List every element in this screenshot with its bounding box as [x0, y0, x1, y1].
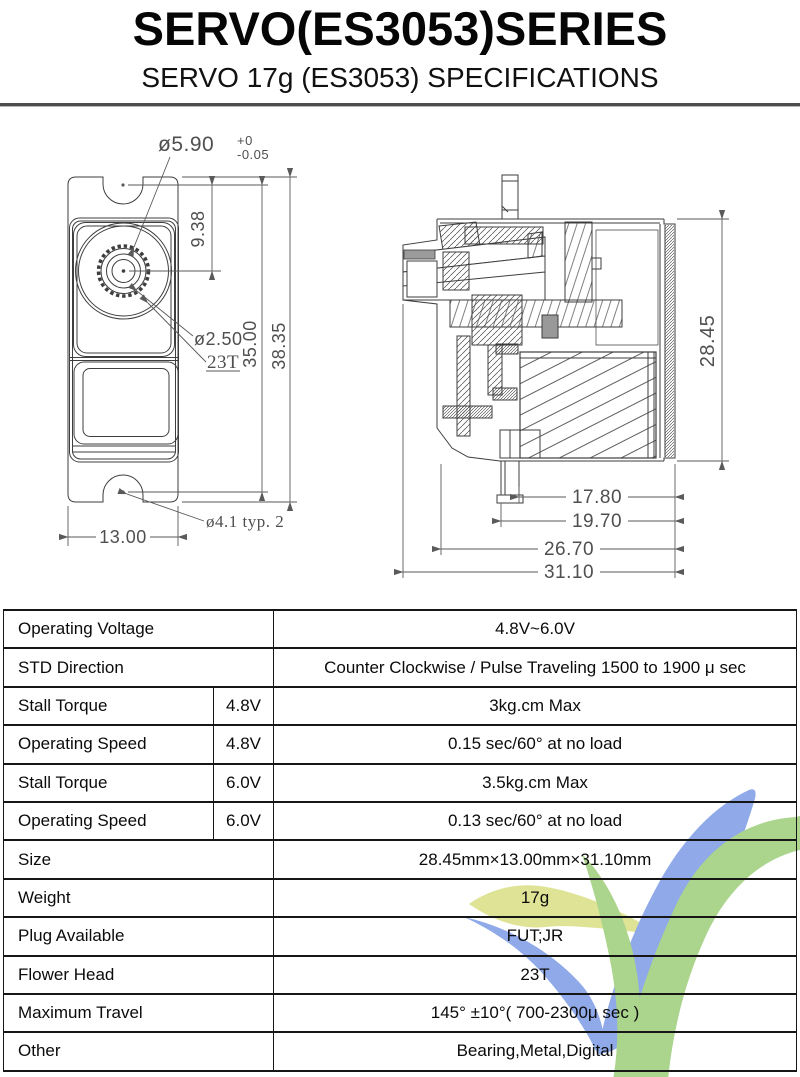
spec-value: 4.8V~6.0V	[273, 608, 797, 650]
dim-spline-teeth: 23T	[207, 352, 239, 373]
spec-label: Other	[2, 1031, 275, 1072]
dim-shaft-tolerance-upper: +0	[237, 133, 253, 148]
spec-label: Size	[2, 839, 275, 880]
spec-label: Stall Torque	[3, 762, 214, 803]
dim-hole-span: 35.00	[240, 320, 260, 368]
spec-value: 3.5kg.cm Max	[273, 762, 797, 803]
spec-label: Operating Voltage	[2, 608, 275, 650]
page-title: SERVO(ES3053)SERIES	[132, 2, 668, 55]
dim-shaft-offset: 9.38	[188, 210, 208, 247]
spec-row: Plug Available FUT;JR	[2, 916, 797, 957]
spec-row: Other Bearing,Metal,Digital	[2, 1031, 797, 1072]
spec-row: Stall Torque 4.8V 3kg.cm Max	[3, 685, 797, 727]
spec-row: Stall Torque 6.0V 3.5kg.cm Max	[3, 762, 797, 803]
spec-label: Stall Torque	[3, 685, 214, 727]
spec-value: 145° ±10°( 700-2300μ sec )	[273, 992, 797, 1034]
spec-value: 3kg.cm Max	[273, 685, 797, 727]
spec-voltage: 6.0V	[212, 800, 275, 842]
spec-row: Weight 17g	[2, 877, 797, 919]
spec-value: 0.15 sec/60° at no load	[273, 724, 797, 765]
spec-voltage: 4.8V	[212, 724, 275, 765]
spec-value: Counter Clockwise / Pulse Traveling 1500…	[273, 647, 797, 688]
dim-mount-hole: ø4.1 typ. 2	[206, 512, 284, 531]
technical-drawings: ø5.90 +0 -0.05 9.38 ø2.50 23T 35.00 38.3…	[59, 133, 729, 583]
spec-row: Flower Head 23T	[2, 954, 797, 995]
dim-side-height: 28.45	[697, 315, 719, 368]
spec-row: STD Direction Counter Clockwise / Pulse …	[2, 647, 797, 688]
header-divider	[0, 103, 800, 107]
spec-label: Flower Head	[2, 954, 275, 995]
spec-row: Operating Speed 4.8V 0.15 sec/60° at no …	[3, 724, 797, 765]
spec-row: Size 28.45mm×13.00mm×31.10mm	[2, 839, 797, 880]
dim-depth-case: 26.70	[544, 539, 594, 560]
dim-shaft-diameter: ø5.90	[158, 133, 214, 156]
spec-label: Weight	[2, 877, 275, 919]
dim-hole-diameter: ø2.50	[194, 329, 243, 349]
spec-label: Operating Speed	[3, 724, 214, 765]
spec-table: Operating Voltage 4.8V~6.0V STD Directio…	[2, 608, 797, 1072]
spec-row: Operating Voltage 4.8V~6.0V	[2, 608, 797, 650]
spec-label: Maximum Travel	[2, 992, 275, 1034]
spec-label: STD Direction	[2, 647, 275, 688]
dim-overall-height: 38.35	[269, 322, 289, 370]
dim-depth-overall: 31.10	[544, 562, 594, 583]
spec-voltage: 6.0V	[212, 762, 275, 803]
dim-overall-width: 13.00	[99, 527, 147, 547]
spec-value: 17g	[273, 877, 797, 919]
page-subtitle: SERVO 17g (ES3053) SPECIFICATIONS	[141, 62, 659, 93]
dim-depth-body: 19.70	[572, 511, 622, 532]
spec-row: Operating Speed 6.0V 0.13 sec/60° at no …	[3, 800, 797, 842]
spec-value: FUT;JR	[273, 916, 797, 957]
spec-value: 28.45mm×13.00mm×31.10mm	[273, 839, 797, 880]
spec-value: 23T	[273, 954, 797, 995]
spec-label: Operating Speed	[3, 800, 214, 842]
spec-label: Plug Available	[2, 916, 275, 957]
spec-row: Maximum Travel 145° ±10°( 700-2300μ sec …	[2, 992, 797, 1034]
front-view-drawing: ø5.90 +0 -0.05 9.38 ø2.50 23T 35.00 38.3…	[59, 133, 297, 547]
dim-shaft-tolerance-lower: -0.05	[237, 147, 269, 162]
spec-value: Bearing,Metal,Digital	[273, 1031, 797, 1072]
spec-value: 0.13 sec/60° at no load	[273, 800, 797, 842]
side-view-drawing: 28.45 17.80 19.70 26.70 31.10	[394, 174, 729, 583]
spec-voltage: 4.8V	[212, 685, 275, 727]
dim-depth-post: 17.80	[572, 487, 622, 508]
